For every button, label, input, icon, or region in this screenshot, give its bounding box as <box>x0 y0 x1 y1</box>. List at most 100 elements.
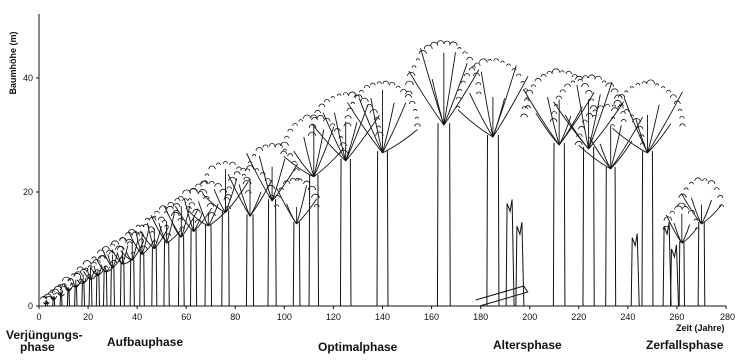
tree-trunk-right <box>211 224 212 306</box>
tree-branch <box>444 52 456 125</box>
tree-trunk-right <box>684 241 685 306</box>
tree-trunk-right <box>299 222 300 306</box>
tree-branch <box>294 151 314 177</box>
tree-trunk-right <box>54 296 55 306</box>
tree-branch <box>458 110 493 137</box>
tree-trunk-right <box>106 270 107 306</box>
x-tick-label: 220 <box>571 312 586 322</box>
x-tick-label: 260 <box>669 312 684 322</box>
tree-trunk-right <box>704 222 705 306</box>
tree-trunk-left <box>89 277 90 306</box>
tree-trunk-right <box>134 258 135 306</box>
tree-trunk-left <box>437 123 438 306</box>
tree-trunk-left <box>164 241 165 306</box>
tree-branch <box>272 159 285 201</box>
tree-trunk-right <box>564 143 565 306</box>
x-axis-title: Zeit (Jahre) <box>676 323 725 333</box>
fallen-log <box>476 286 528 306</box>
tree <box>48 289 59 306</box>
phase-label-aufbau: Aufbauphase <box>107 336 183 348</box>
tree-crown <box>186 181 230 209</box>
tree-trunk-right <box>652 151 653 306</box>
tree-branch <box>444 63 467 125</box>
tree-trunk-right <box>253 214 254 306</box>
tree-trunk-left <box>583 147 584 306</box>
phase-label-alters: Altersphase <box>493 339 562 351</box>
x-tick-label: 280 <box>720 312 735 322</box>
tree-trunk-right <box>184 235 185 306</box>
tree-trunk-left <box>120 262 121 306</box>
tree <box>274 178 319 306</box>
tree-crown <box>172 188 216 216</box>
tree-trunk-right <box>196 230 197 306</box>
tree-trunk-left <box>487 135 488 306</box>
tree-branch <box>524 90 559 145</box>
tree-branch <box>682 227 698 243</box>
tree-branch <box>636 119 648 153</box>
tree-trunk-right <box>350 159 351 306</box>
tree-branch <box>225 179 236 213</box>
tree-trunk-left <box>178 235 179 306</box>
tree <box>62 277 74 306</box>
tree-crown <box>677 178 723 207</box>
y-tick-label: 0 <box>28 301 33 311</box>
tree-trunk-right <box>124 262 125 306</box>
x-tick-label: 60 <box>181 312 191 322</box>
broken-snag <box>631 234 639 306</box>
x-tick-label: 100 <box>277 312 292 322</box>
tree-branch <box>681 193 701 224</box>
tree-trunk-left <box>246 214 247 306</box>
tree-trunk-left <box>293 222 294 306</box>
tree <box>611 80 686 306</box>
tree-trunk-left <box>698 222 699 306</box>
tree-branch <box>701 205 721 224</box>
tree <box>162 199 201 306</box>
tree <box>406 41 482 306</box>
tree-trunk-left <box>140 253 141 306</box>
tree-branch <box>346 115 380 161</box>
tree-branch <box>383 103 406 153</box>
tree-trunk-left <box>377 151 378 306</box>
tree <box>344 81 420 306</box>
tree-branch <box>287 204 297 224</box>
tree-branch <box>314 127 334 177</box>
x-tick-label: 80 <box>230 312 240 322</box>
tree-trunk-left <box>309 175 310 306</box>
tree-branch <box>559 107 582 145</box>
tree-trunk-left <box>191 230 192 306</box>
x-tick-label: 0 <box>36 312 41 322</box>
tree-trunk-left <box>152 247 153 306</box>
tree <box>54 284 68 306</box>
x-tick-label: 200 <box>522 312 537 322</box>
tree-trunk-right <box>76 285 77 306</box>
tree-trunk-right <box>229 211 230 306</box>
tree-trunk-right <box>498 135 499 306</box>
y-tick-label: 20 <box>23 187 33 197</box>
x-tick-label: 40 <box>132 312 142 322</box>
y-axis-label: Baumhöhe (m) <box>8 28 18 98</box>
tree-trunk-left <box>205 224 206 306</box>
tree <box>281 115 348 306</box>
tree-trunk-right <box>594 147 595 306</box>
phase-label-optimal: Optimalphase <box>318 341 397 353</box>
tree-trunk-left <box>96 274 97 306</box>
tree-trunk-left <box>82 281 83 306</box>
tree <box>663 206 699 306</box>
tree-branch <box>203 194 226 213</box>
tree-crown <box>406 41 482 95</box>
tree-branch <box>129 233 142 255</box>
tree-trunk-right <box>84 281 85 306</box>
tree-trunk-right <box>169 241 170 306</box>
tree-trunk-left <box>340 159 341 306</box>
tree <box>244 144 299 306</box>
snag-stem <box>670 245 678 306</box>
tree-trunk-right <box>99 274 100 306</box>
phase-label-verjuengung-line2: phase <box>6 340 55 354</box>
tree-trunk-left <box>606 167 607 306</box>
y-tick-label: 40 <box>23 73 33 83</box>
tree-crown <box>575 104 644 145</box>
tree-branch <box>409 71 444 125</box>
tree-branch <box>314 148 344 177</box>
broken-snag <box>670 245 678 306</box>
